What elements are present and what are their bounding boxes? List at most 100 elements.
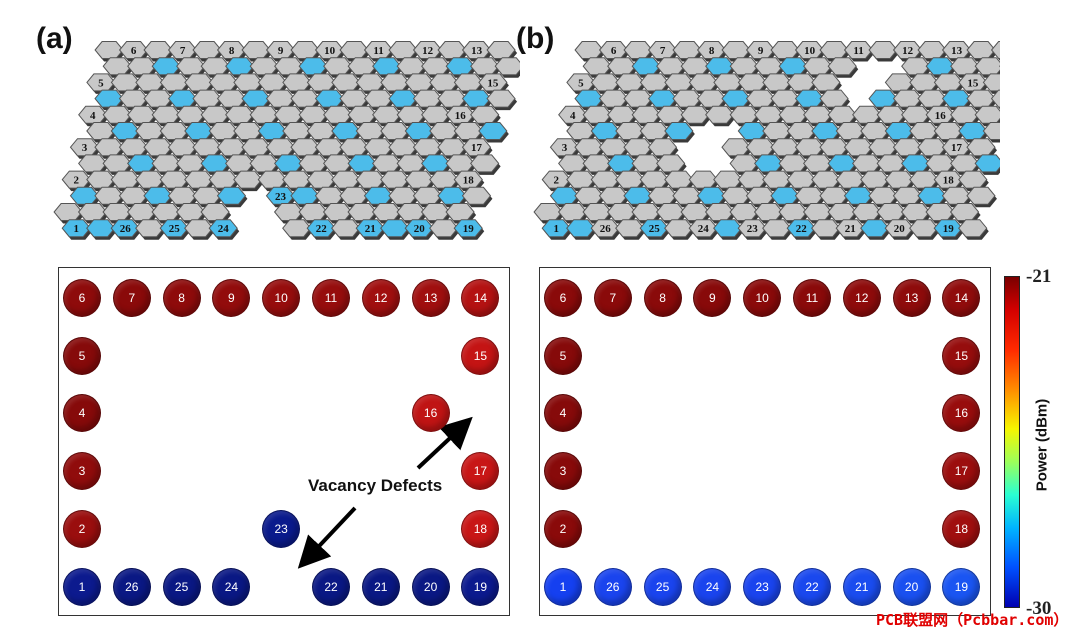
node-18: 18 bbox=[461, 509, 500, 548]
node-6: 6 bbox=[544, 279, 582, 317]
lattice-port-label: 16 bbox=[935, 110, 947, 122]
lattice-port-label: 6 bbox=[611, 45, 617, 57]
lattice-port-label: 10 bbox=[804, 45, 816, 57]
lattice-cell bbox=[974, 57, 1000, 76]
node-10: 10 bbox=[262, 279, 301, 317]
lattice-cell bbox=[827, 57, 857, 76]
lattice-cell bbox=[664, 122, 694, 140]
lattice-port-label: 22 bbox=[316, 223, 328, 235]
lattice-cell bbox=[982, 122, 1000, 140]
lattice-port-label: 19 bbox=[463, 223, 475, 235]
colorbar-title: Power (dBm) bbox=[1033, 398, 1051, 492]
node-25: 25 bbox=[162, 567, 201, 606]
lattice-cell bbox=[445, 203, 475, 221]
lattice-cell bbox=[494, 57, 520, 76]
node-1: 1 bbox=[544, 567, 582, 606]
lattice-cell bbox=[208, 219, 238, 238]
lattice-port-label: 18 bbox=[463, 175, 475, 187]
lattice-port-label: 3 bbox=[82, 142, 88, 154]
node-11: 11 bbox=[793, 279, 831, 317]
arrow-to-23 bbox=[297, 506, 357, 569]
node-11: 11 bbox=[312, 279, 350, 317]
node-3: 3 bbox=[544, 452, 582, 491]
node-21: 21 bbox=[361, 567, 400, 606]
node-13: 13 bbox=[411, 279, 450, 317]
node-8: 8 bbox=[162, 279, 201, 317]
lattice-cell bbox=[200, 203, 230, 221]
lattice-port-label: 8 bbox=[709, 45, 715, 57]
lattice-port-label: 3 bbox=[562, 142, 568, 154]
lattice-port-label: 9 bbox=[278, 45, 284, 57]
lattice-cell bbox=[461, 186, 492, 205]
node-13: 13 bbox=[892, 279, 931, 317]
node-3: 3 bbox=[63, 452, 101, 491]
lattice-port-label: 17 bbox=[471, 142, 483, 154]
node-18: 18 bbox=[942, 509, 981, 548]
lattice-port-label: 23 bbox=[747, 223, 759, 235]
node-17: 17 bbox=[942, 452, 981, 491]
lattice-port-label: 8 bbox=[229, 45, 235, 57]
node-22: 22 bbox=[793, 567, 831, 606]
node-24: 24 bbox=[693, 567, 732, 606]
lattice-cell bbox=[966, 186, 996, 205]
lattice-port-label: 12 bbox=[422, 45, 434, 57]
node-14: 14 bbox=[942, 279, 981, 317]
lattice-port-label: 20 bbox=[894, 223, 906, 235]
lattice-port-label: 5 bbox=[578, 77, 584, 89]
lattice-port-label: 6 bbox=[131, 45, 137, 57]
node-12: 12 bbox=[842, 279, 881, 317]
lattice-cell bbox=[461, 138, 492, 157]
lattice-cell bbox=[453, 170, 483, 189]
panel-a-letter: (a) bbox=[36, 22, 73, 55]
panel-b-letter: (b) bbox=[516, 22, 555, 55]
node-5: 5 bbox=[544, 336, 582, 375]
lattice-port-label: 13 bbox=[951, 45, 963, 57]
node-9: 9 bbox=[693, 279, 732, 317]
lattice-port-label: 21 bbox=[845, 223, 856, 235]
node-5: 5 bbox=[63, 336, 101, 375]
lattice-port-label: 24 bbox=[218, 223, 230, 235]
arrow-to-16 bbox=[416, 416, 473, 470]
node-16: 16 bbox=[411, 394, 450, 433]
lattice-port-label: 18 bbox=[943, 175, 955, 187]
lattice-cell bbox=[990, 89, 1000, 108]
node-17: 17 bbox=[461, 452, 500, 491]
lattice-cell bbox=[811, 73, 841, 92]
lattice-port-label: 25 bbox=[649, 223, 661, 235]
node-26: 26 bbox=[112, 567, 151, 606]
node-7: 7 bbox=[593, 279, 632, 317]
node-14: 14 bbox=[461, 279, 500, 317]
colorbar-max-label: -21 bbox=[1026, 266, 1052, 287]
lattice-port-label: 13 bbox=[471, 45, 483, 57]
lattice-cell bbox=[470, 105, 500, 124]
node-12: 12 bbox=[361, 279, 400, 317]
watermark: PCB联盟网（Pcbbar.com） bbox=[876, 611, 1069, 629]
lattice-port-label: 9 bbox=[758, 45, 764, 57]
lattice-port-label: 2 bbox=[74, 175, 80, 187]
node-6: 6 bbox=[63, 279, 101, 317]
lattice-port-label: 4 bbox=[570, 110, 576, 122]
lattice-port-label: 15 bbox=[967, 77, 979, 89]
node-4: 4 bbox=[544, 394, 582, 433]
node-22: 22 bbox=[312, 567, 350, 606]
node-map-b bbox=[539, 267, 991, 616]
lattice-port-label: 22 bbox=[796, 223, 808, 235]
lattice-port-label: 17 bbox=[951, 142, 963, 154]
lattice-port-label: 2 bbox=[554, 175, 560, 187]
node-23: 23 bbox=[743, 567, 782, 606]
vacancy-arrows bbox=[297, 416, 473, 569]
lattice-cell bbox=[949, 203, 980, 221]
lattice-cell bbox=[216, 186, 247, 205]
lattice-port-label: 25 bbox=[169, 223, 181, 235]
lattice-cell bbox=[819, 89, 849, 108]
node-26: 26 bbox=[593, 567, 632, 606]
vacancy-defects-label: Vacancy Defects bbox=[308, 476, 443, 495]
lattice-port-label: 23 bbox=[275, 191, 287, 203]
lattice-cell bbox=[974, 105, 1000, 124]
node-8: 8 bbox=[643, 279, 682, 317]
node-2: 2 bbox=[63, 509, 101, 548]
node-4: 4 bbox=[63, 394, 101, 433]
lattice-port-label: 16 bbox=[455, 110, 467, 122]
colorbar-min-label: -30 bbox=[1026, 598, 1052, 619]
